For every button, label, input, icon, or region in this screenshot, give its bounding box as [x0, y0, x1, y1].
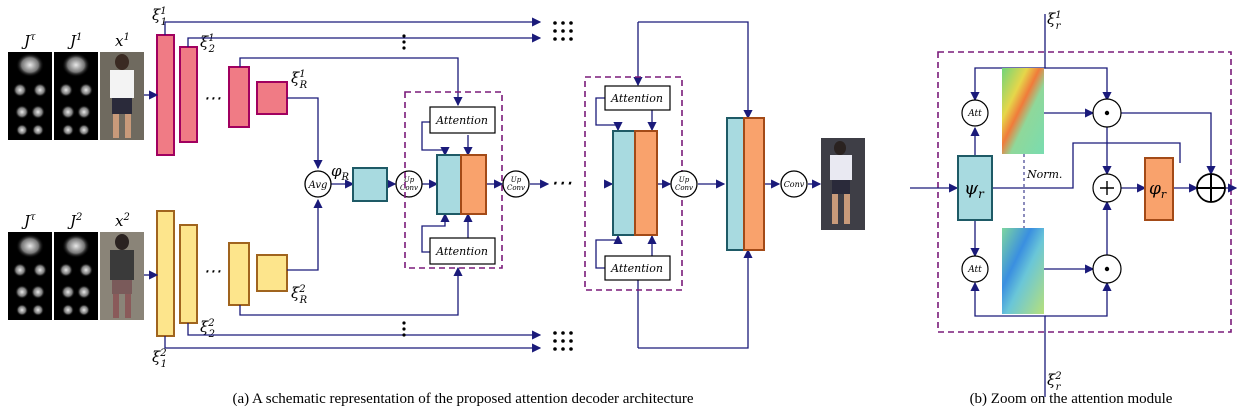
- decoder-blue-2: [612, 130, 636, 236]
- vertical-dots: [402, 34, 406, 337]
- label-jtau-top: Jτ: [21, 32, 36, 50]
- grid-dots: [553, 21, 573, 351]
- attention-label-2a: Attention: [610, 92, 663, 105]
- upconv-node-2: [502, 170, 530, 198]
- upconv-2-top: Up: [511, 176, 522, 184]
- conv-node: [780, 170, 808, 198]
- encoder-top: [156, 34, 288, 156]
- att-label-bottom: Att: [967, 265, 982, 275]
- att-label-top: Att: [967, 109, 982, 119]
- enc-top-block-1: [156, 34, 175, 156]
- decoder-blue-1: [436, 154, 462, 215]
- decoder-orange-3: [743, 117, 765, 251]
- dots-decoder: ⋯: [550, 171, 572, 196]
- upconv-node-3: [670, 170, 698, 198]
- caption-a: (a) A schematic representation of the pr…: [232, 391, 693, 407]
- encoder-bottom: [156, 210, 288, 337]
- upconv-node-1: [395, 170, 423, 198]
- enc-bot-block-1: [156, 210, 175, 337]
- upconv-1-top: Up: [404, 176, 415, 184]
- dots-enc-bottom: ⋯: [203, 261, 221, 282]
- enc-bot-block-2: [179, 224, 198, 324]
- caption-b: (b) Zoom on the attention module: [970, 391, 1173, 407]
- psi-r-block: [957, 155, 993, 221]
- attention-box-2a: [604, 85, 671, 111]
- decoder-blue-3: [726, 117, 745, 251]
- connections-a: [144, 17, 822, 353]
- enc-top-block-2: [179, 46, 198, 143]
- connections-b: [910, 14, 1238, 397]
- upconv-2-bottom: Conv: [507, 184, 525, 192]
- label-j2: J2: [67, 212, 82, 230]
- upconv-3-top: Up: [679, 176, 690, 184]
- phi-r-block: [1144, 157, 1174, 221]
- upconv-3-bottom: Conv: [675, 184, 693, 192]
- attention-map-top: [1002, 68, 1044, 154]
- attention-label-2b: Attention: [610, 262, 663, 275]
- upconv-1-bottom: Conv: [400, 184, 418, 192]
- enc-top-block-3: [228, 66, 250, 128]
- output-image: [821, 138, 865, 230]
- label-x2: x2: [115, 212, 130, 230]
- label-x1: x1: [115, 32, 130, 50]
- enc-bot-block-3: [228, 242, 250, 306]
- phiR-block: [352, 167, 388, 202]
- attention-box-1b: [429, 237, 496, 265]
- att-node-top: [961, 99, 989, 127]
- attention-box-1a: [429, 106, 496, 134]
- dots-enc-top: ⋯: [203, 88, 221, 109]
- label-jtau-bottom: Jτ: [21, 212, 36, 230]
- enc-bot-block-R: [256, 254, 288, 292]
- attention-map-bottom: [1002, 228, 1044, 314]
- enc-top-block-R: [256, 81, 288, 115]
- attention-label-1a: Attention: [435, 114, 488, 127]
- avg-node: [304, 170, 332, 198]
- decoder-orange-1: [460, 154, 487, 215]
- att-node-bottom: [961, 255, 989, 283]
- input-images-top: [8, 52, 144, 140]
- attention-box-2b: [604, 255, 671, 281]
- attention-module-box-1: [404, 91, 503, 269]
- decoder-orange-2: [634, 130, 658, 236]
- attention-label-1b: Attention: [435, 245, 488, 258]
- norm-label: Norm.: [1026, 168, 1062, 181]
- label-j1: J1: [67, 32, 82, 50]
- label-phiR: φR: [331, 162, 350, 183]
- conv-label: Conv: [784, 180, 805, 189]
- input-images-bottom: [8, 232, 144, 320]
- avg-label: Avg: [308, 180, 328, 191]
